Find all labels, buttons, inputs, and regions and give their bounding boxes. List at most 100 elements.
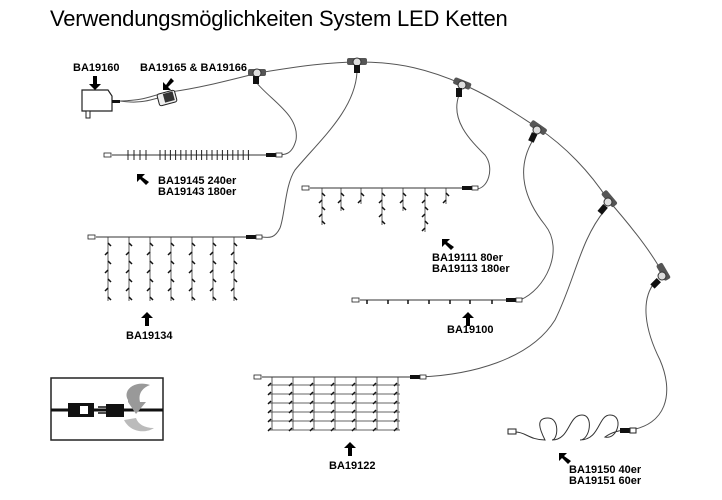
led: [393, 409, 398, 414]
led: [170, 278, 175, 283]
led: [128, 296, 133, 301]
t-connector: [528, 120, 547, 143]
connector-socket: [275, 152, 283, 158]
coiled-string-icon: [507, 414, 637, 441]
led: [378, 213, 383, 218]
led: [421, 213, 426, 218]
led: [230, 251, 235, 256]
arrow-icon: [89, 76, 101, 90]
led: [372, 391, 377, 396]
led: [309, 418, 314, 423]
led: [170, 296, 175, 301]
led: [372, 427, 377, 432]
led: [424, 192, 429, 197]
t-connector: [248, 68, 266, 84]
led: [107, 296, 112, 301]
led: [321, 192, 326, 197]
connector-socket: [255, 234, 263, 240]
led: [393, 382, 398, 387]
branch-cable-5: [419, 209, 606, 378]
led: [372, 418, 377, 423]
led: [167, 287, 172, 292]
t-connector: [453, 77, 472, 97]
led: [351, 400, 356, 405]
led: [381, 192, 386, 197]
led: [330, 418, 335, 423]
led: [372, 382, 377, 387]
end-plug: [103, 152, 112, 158]
led: [107, 242, 112, 247]
led: [233, 296, 238, 301]
label-light-chain-1: BA19145 240er: [158, 175, 237, 187]
label-controller: BA19165 & BA19166: [140, 62, 248, 74]
arrow-icon: [344, 442, 356, 456]
basic-chain-icon: [351, 297, 523, 304]
led: [267, 418, 272, 423]
t-connector: [597, 190, 618, 215]
led: [402, 206, 407, 211]
led: [104, 269, 109, 274]
led: [321, 206, 326, 211]
led: [212, 260, 217, 265]
label-curtain: BA19134: [126, 330, 173, 342]
led: [267, 382, 272, 387]
led: [288, 409, 293, 414]
led: [357, 199, 362, 204]
led: [267, 409, 272, 414]
connector-socket: [515, 297, 523, 303]
led: [351, 409, 356, 414]
branch-cable-2: [261, 71, 358, 238]
led: [393, 400, 398, 405]
led: [191, 296, 196, 301]
light-chain-icon: [103, 150, 283, 160]
led: [233, 260, 238, 265]
led: [188, 251, 193, 256]
label-transformer: BA19160: [73, 62, 120, 74]
connector-plug: [266, 153, 276, 157]
connector-plug: [246, 235, 256, 239]
led: [146, 269, 151, 274]
led: [351, 418, 356, 423]
led: [104, 287, 109, 292]
led: [191, 278, 196, 283]
label-light-chain-2: BA19143 180er: [158, 186, 237, 198]
t-connector: [347, 57, 367, 73]
led: [288, 382, 293, 387]
led: [191, 242, 196, 247]
led: [309, 409, 314, 414]
curtain-lights-icon: [87, 234, 263, 301]
led: [230, 269, 235, 274]
led: [378, 199, 383, 204]
led: [167, 251, 172, 256]
led: [209, 269, 214, 274]
arrow-icon: [462, 312, 474, 326]
led: [393, 391, 398, 396]
led: [330, 382, 335, 387]
led: [267, 400, 272, 405]
led: [288, 427, 293, 432]
connector-socket: [419, 374, 427, 380]
branch-cable-3: [456, 94, 491, 190]
branch-cable-6: [629, 281, 668, 431]
connector-plug: [506, 298, 516, 302]
led: [399, 199, 404, 204]
arrow-icon: [141, 312, 153, 326]
led: [288, 391, 293, 396]
led: [318, 213, 323, 218]
led: [421, 227, 426, 232]
led: [288, 400, 293, 405]
led: [191, 260, 196, 265]
connector-plug: [410, 375, 420, 379]
led: [209, 251, 214, 256]
led: [212, 296, 217, 301]
arrow-icon: [559, 453, 571, 464]
led: [230, 287, 235, 292]
led: [149, 296, 154, 301]
label-string-1: BA19150 40er: [569, 464, 642, 476]
connector-plug-icon: [50, 377, 164, 441]
led: [351, 427, 356, 432]
led: [209, 287, 214, 292]
led: [128, 278, 133, 283]
led: [149, 242, 154, 247]
